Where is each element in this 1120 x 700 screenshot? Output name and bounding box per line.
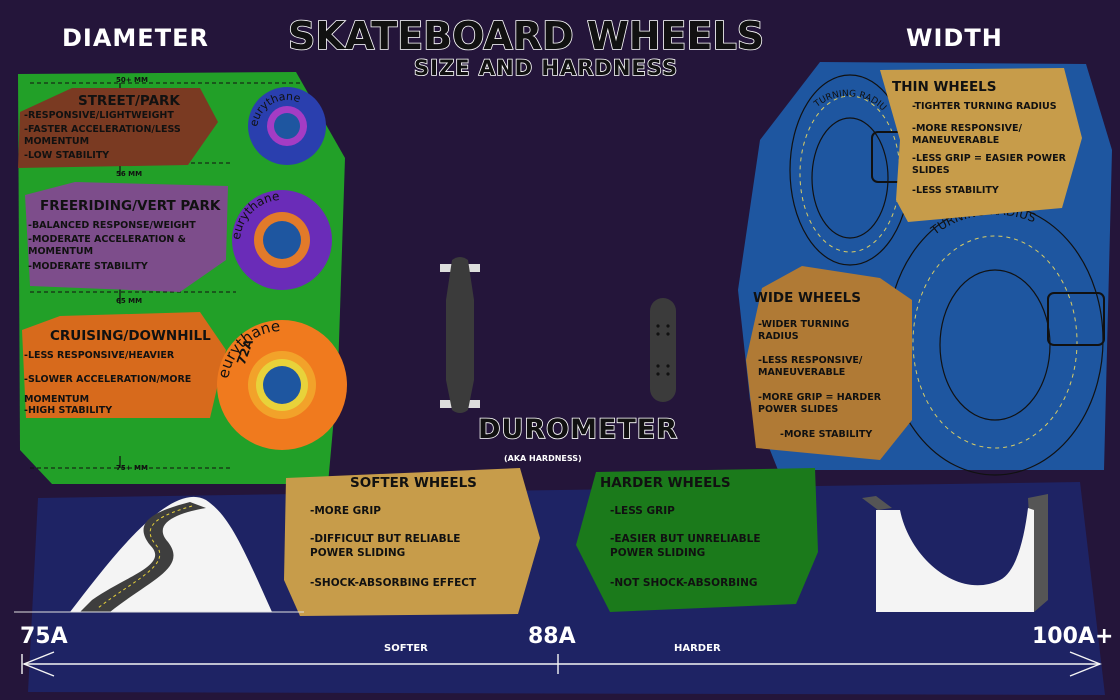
street-item-1: -RESPONSIVE/LIGHTWEIGHT [24,110,174,121]
harder-item-3: -NOT SHOCK-ABSORBING [610,577,758,589]
street-box [18,88,218,168]
thin-item-4: -LESS STABILITY [912,185,999,196]
durometer-subtitle: (AKA HARDNESS) [504,454,582,463]
freeride-item-2: -MODERATE ACCELERATION & MOMENTUM [28,234,186,257]
wide-item-4: -MORE STABILITY [780,429,873,440]
thin-title: THIN WHEELS [892,79,997,95]
diameter-heading: DIAMETER [62,24,209,52]
harder-box [576,468,818,612]
cruise-box [22,312,226,418]
freeride-wheel: eurythane [229,189,332,290]
street-wheel: eurythane [247,87,326,165]
wide-title: WIDE WHEELS [753,290,861,306]
cruise-item-3: -HIGH STABILITY [24,405,113,416]
size-mark-56: 56 MM [116,170,143,178]
half-pipe-illustration [862,494,1048,612]
softer-item-1: -MORE GRIP [310,505,381,517]
wide-item-1: -WIDER TURNING RADIUS [758,319,850,342]
wide-item-2: -LESS RESPONSIVE/ MANEUVERABLE [758,355,863,378]
softer-title: SOFTER WHEELS [350,475,477,491]
thin-item-1: -TIGHTER TURNING RADIUS [912,101,1057,112]
durometer-title: DUROMETER [477,413,679,446]
softer-item-2: -DIFFICULT BUT RELIABLE POWER SLIDING [310,533,461,559]
cruise-wheel: eurythane [214,317,347,450]
softer-item-3: -SHOCK-ABSORBING EFFECT [310,577,477,589]
longboard-illustration [440,257,480,413]
wide-item-3: -MORE GRIP = HARDER POWER SLIDES [758,392,882,415]
harder-item-2: -EASIER BUT UNRELIABLE POWER SLIDING [610,533,761,559]
street-item-2: -FASTER ACCELERATION/LESS MOMENTUM [24,124,181,147]
road-hill-illustration [14,496,304,613]
street-title: STREET/PARK [78,93,180,109]
thin-item-3: -LESS GRIP = EASIER POWER SLIDES [912,153,1066,176]
scale-min-label: 75A [20,624,68,649]
cruise-item-1: -LESS RESPONSIVE/HEAVIER [24,350,175,361]
thin-item-2: -MORE RESPONSIVE/ MANEUVERABLE [912,123,1022,146]
thin-box [880,68,1082,222]
skateboard-illustration [650,298,676,402]
harder-item-1: -LESS GRIP [610,505,675,517]
hardness-scale-arrow [21,651,1102,677]
freeride-item-3: -MODERATE STABILITY [28,261,148,272]
main-subtitle: SIZE AND HARDNESS [413,55,679,81]
width-heading: WIDTH [906,24,1003,52]
freeride-title: FREERIDING/VERT PARK [40,198,221,214]
size-mark-75: 75+ MM [116,464,148,472]
main-title: SKATEBOARD WHEELS [287,13,765,59]
scale-mid-label: 88A [528,624,576,649]
cruise-title: CRUISING/DOWNHILL [50,328,211,344]
freeride-box [25,182,228,292]
cruise-item-2: -SLOWER ACCELERATION/MORE MOMENTUM [24,374,192,405]
size-mark-50: 50+ MM [116,76,148,84]
scale-harder-label: HARDER [674,643,721,654]
scale-softer-label: SOFTER [384,643,428,654]
street-item-3: -LOW STABILITY [24,150,110,161]
size-mark-65: 65 MM [116,297,143,305]
scale-max-label: 100A+ [1032,624,1114,649]
wide-box [746,266,912,460]
softer-box [284,468,540,616]
harder-title: HARDER WHEELS [600,475,731,491]
freeride-item-1: -BALANCED RESPONSE/WEIGHT [28,220,196,231]
